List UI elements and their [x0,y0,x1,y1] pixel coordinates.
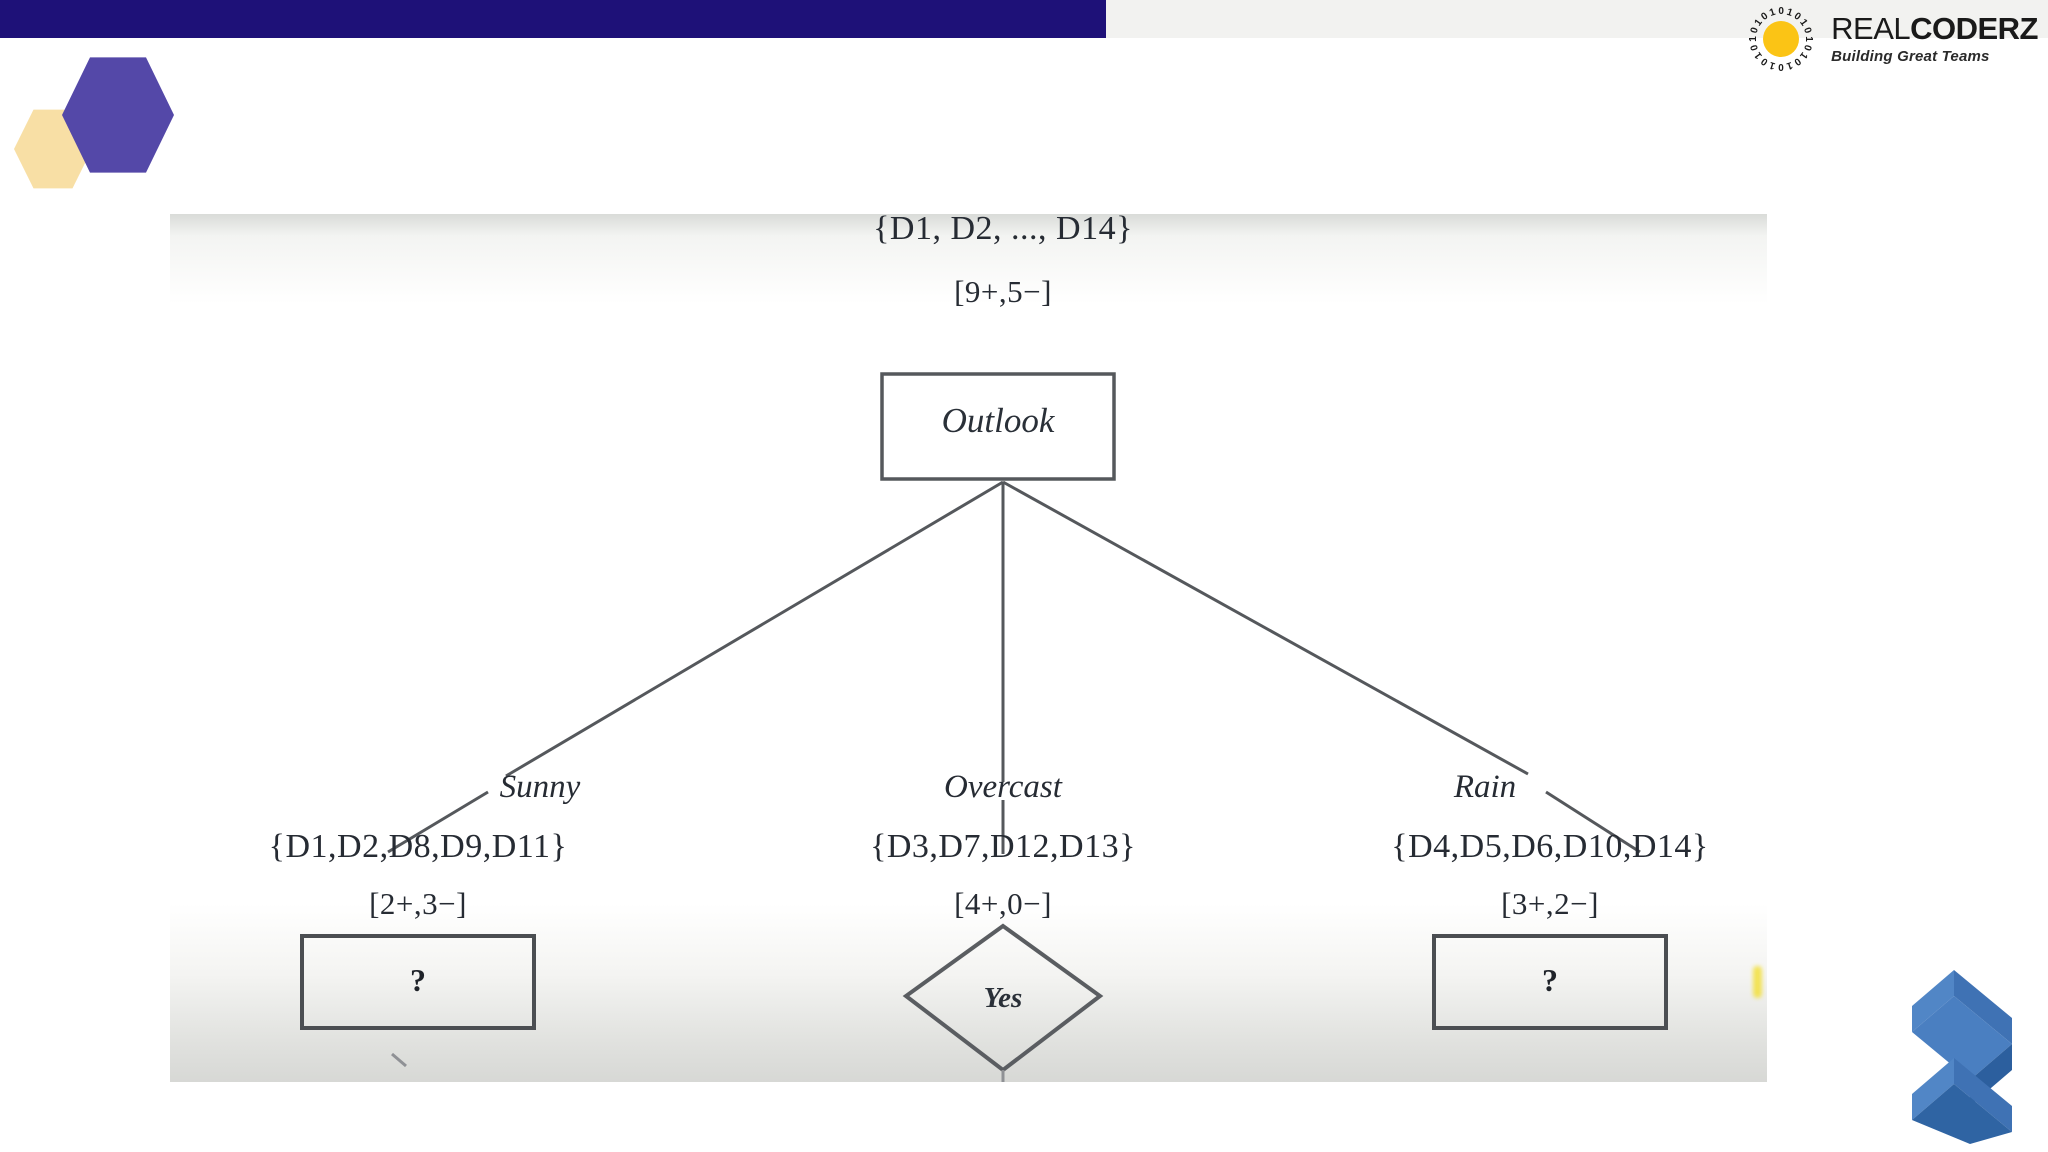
leaf-counts-label-sunny: [2+,3−] [369,886,467,921]
sun-core-icon [1763,21,1800,57]
leaf-node-label-rain: ? [1542,962,1558,998]
decorative-hexagons [0,38,220,198]
leaf-node-label-overcast: Yes [983,982,1023,1014]
scan-artifact [1753,966,1762,998]
binary-digit: 1 [1768,59,1777,72]
brand-name-bold: CODERZ [1910,11,2038,47]
edge-rain-lower [1545,790,1641,854]
edge-rain [1002,480,1529,776]
binary-digit: 0 [1748,26,1762,35]
edge-sunny [505,480,1004,778]
leaf-dataset-label-sunny: {D1,D2,D8,D9,D11} [268,828,568,865]
double-chevron-icon [1892,966,2032,1146]
edge-sunny-lower [387,790,489,854]
leaf-stub-left [391,1052,407,1068]
root-node-rect [880,372,1116,481]
branch-label-overcast: Overcast [944,769,1062,805]
binary-digit: 0 [1778,6,1784,17]
leaf-node-rect-right [1432,934,1668,1030]
leaf-counts-label-overcast: [4+,0−] [954,886,1052,921]
binary-digit: 1 [1748,36,1760,42]
leaf-counts-label-rain: [3+,2−] [1501,886,1599,921]
root-dataset-label: {D1, D2, ..., D14} [873,214,1133,247]
leaf-node-label-sunny: ? [410,962,426,998]
branch-label-sunny: Sunny [499,769,581,805]
branch-label-rain: Rain [1453,769,1517,805]
decision-tree-figure: {D1, D2, ..., D14} [9+,5−] Outlook Sunny… [170,214,1767,1082]
binary-digit: 0 [1801,43,1814,52]
root-counts-label: [9+,5−] [954,274,1052,309]
leaf-node-rect-left [300,934,536,1030]
binary-digit: 0 [1778,61,1784,72]
brand-text: REALCODERZ Building Great Teams [1831,13,2038,65]
binary-digit: 1 [1803,36,1815,42]
brand-name-light: REAL [1831,11,1911,47]
leaf-dataset-label-overcast: {D3,D7,D12,D13} [870,828,1136,865]
binary-digit: 0 [1801,26,1814,35]
brand-name: REALCODERZ [1831,13,2038,46]
root-node-label: Outlook [941,401,1055,440]
playback-progress-bar[interactable] [0,0,2048,38]
playback-progress-fill [0,0,1106,38]
leaf-dataset-label-rain: {D4,D5,D6,D10,D14} [1391,828,1709,865]
decision-tree-graphics [300,372,1668,1082]
brand-tagline: Building Great Teams [1831,47,1990,65]
